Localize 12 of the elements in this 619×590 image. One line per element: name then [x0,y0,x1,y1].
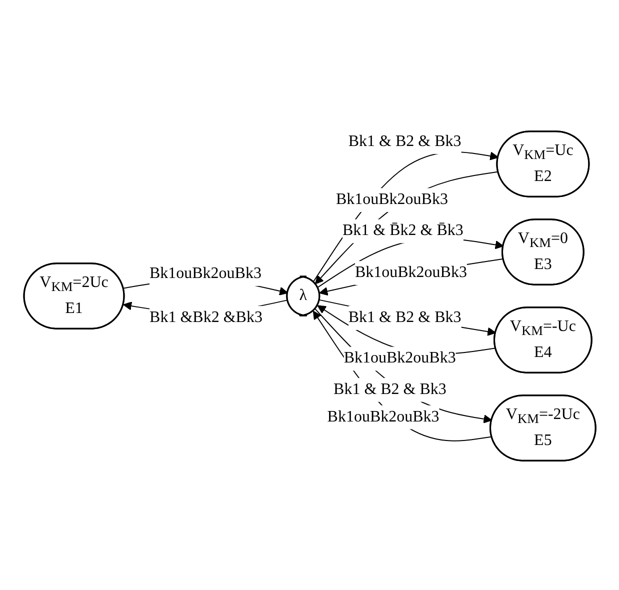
edge-label: Bk1 &Bk2 &Bk3 [149,308,262,326]
edge-label: Bk1 & B2 & Bk3 [333,380,446,398]
edge-label: Bk1 & B2 & Bk3 [348,132,461,150]
edge-label: Bk1ouBk2ouBk3 [344,349,456,366]
edge-label: Bk1ouBk2ouBk3 [326,408,439,425]
arrow [316,238,504,288]
edge-label: Bk1ouBk2ouBk3 [354,264,467,281]
edge-label: Bk1 & B2 & Bk3 [348,308,461,326]
edge-label: Bk1ouBk2ouBk3 [336,190,448,208]
arrow [316,304,496,354]
edge-label: Bk1ouBk2ouBk3 [149,264,262,282]
edge-label: Bk1 & B̄k2 & B̄k3 [342,222,464,239]
